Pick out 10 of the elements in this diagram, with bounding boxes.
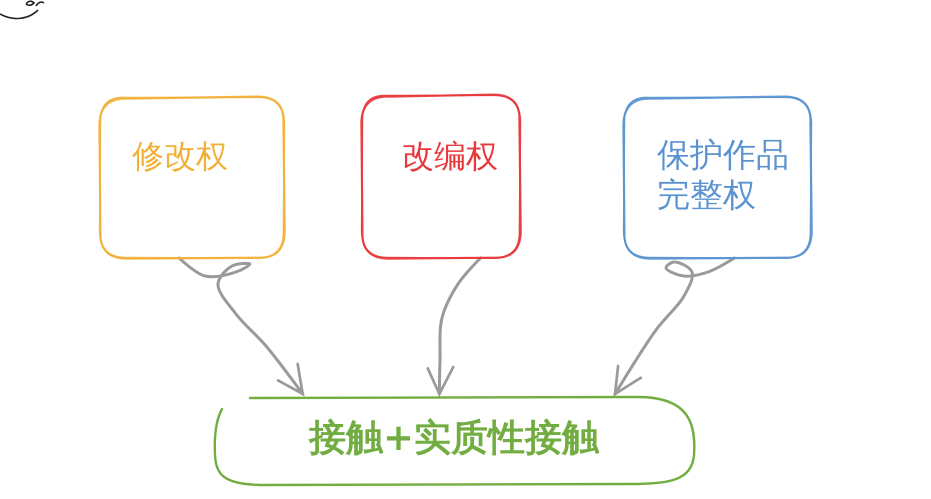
sketch-box <box>362 95 520 258</box>
node-label: 改编权 <box>402 137 499 176</box>
curved-arrow <box>614 256 736 396</box>
sketch-box <box>100 97 284 258</box>
node-label: 接触+实质性接触 <box>307 415 600 460</box>
curved-arrow <box>426 256 482 396</box>
node-label: 保护作品完整权 <box>657 135 790 216</box>
sketch-box <box>624 97 811 258</box>
node-label: 修改权 <box>132 137 229 176</box>
curved-arrow <box>178 256 304 396</box>
